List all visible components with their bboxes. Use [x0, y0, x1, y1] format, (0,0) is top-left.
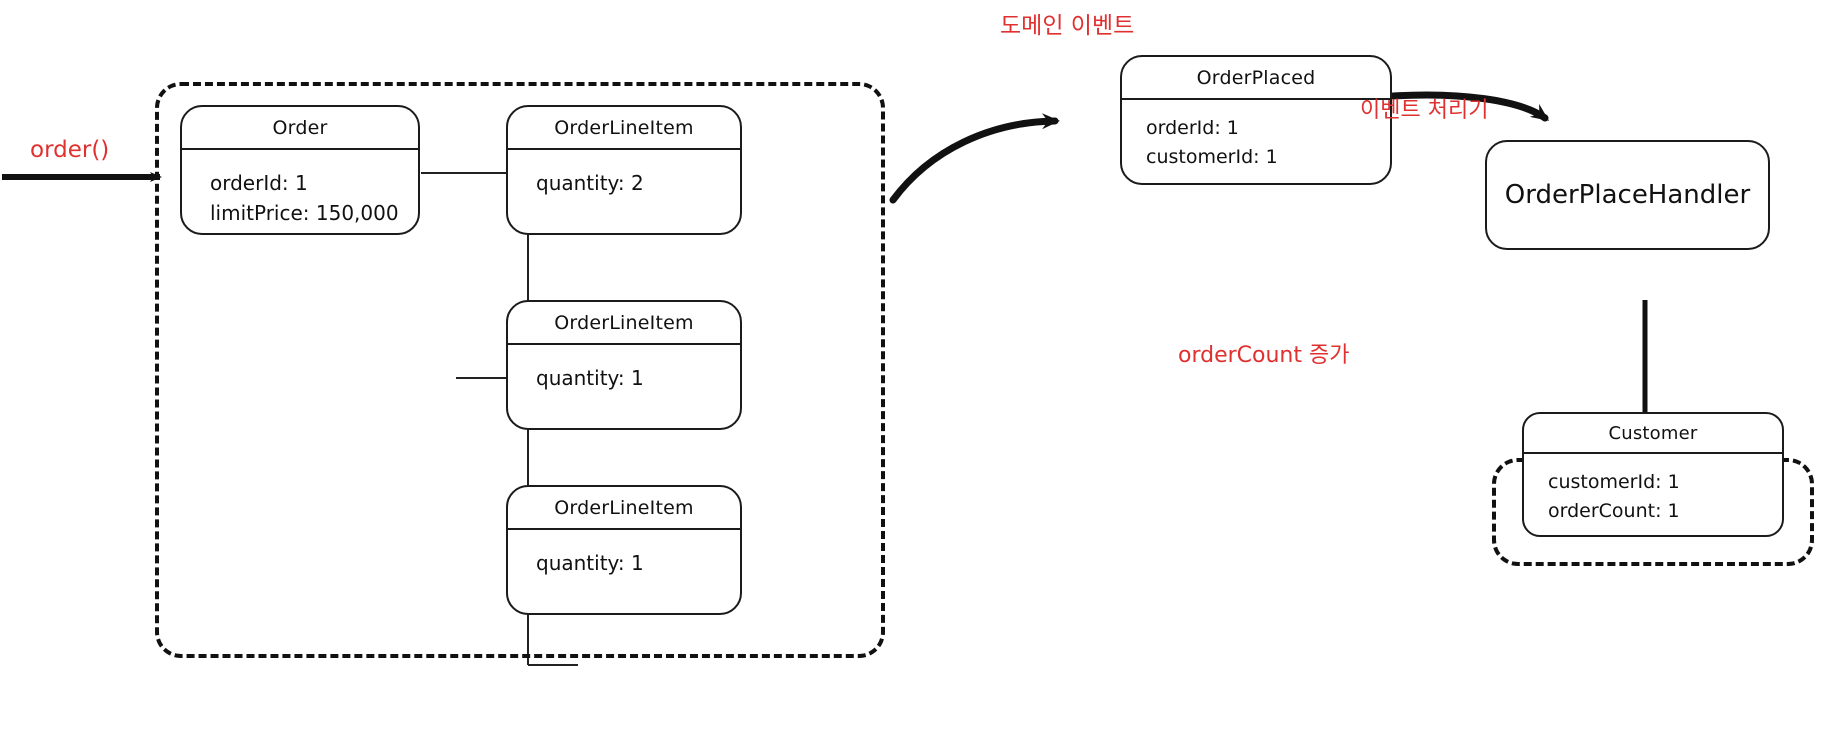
- node-order[interactable]: Order orderId: 1 limitPrice: 150,000: [180, 105, 420, 235]
- node-orderlineitem-2-header: OrderLineItem: [508, 302, 740, 345]
- node-order-attr-limitprice: limitPrice: 150,000: [210, 201, 399, 225]
- node-orderplacehandler-label: OrderPlaceHandler: [1504, 180, 1751, 210]
- node-orderplaced-body: orderId: 1 customerId: 1: [1122, 100, 1390, 183]
- node-orderlineitem-3-attr-quantity: quantity: 1: [536, 551, 644, 575]
- node-orderlineitem-2-attr-quantity: quantity: 1: [536, 366, 644, 390]
- node-orderlineitem-1-attr-quantity: quantity: 2: [536, 171, 644, 195]
- annotation-order-call-text: order(): [30, 137, 110, 163]
- annotation-domain-event: 도메인 이벤트: [1000, 6, 1134, 40]
- node-orderplaced-attr-orderid: orderId: 1: [1146, 117, 1239, 139]
- node-orderplacehandler[interactable]: OrderPlaceHandler: [1485, 140, 1770, 250]
- event-publish-arrow: [889, 113, 1060, 204]
- node-orderplaced[interactable]: OrderPlaced orderId: 1 customerId: 1: [1120, 55, 1392, 185]
- node-orderlineitem-3-body: quantity: 1: [508, 530, 740, 613]
- order-aggregate-boundary: [155, 82, 885, 658]
- node-orderplaced-header: OrderPlaced: [1122, 57, 1390, 100]
- annotation-order-count-increase-text: orderCount 증가: [1178, 343, 1350, 368]
- node-orderlineitem-1-body: quantity: 2: [508, 150, 740, 233]
- node-orderlineitem-2-body: quantity: 1: [508, 345, 740, 428]
- event-handle-arrow: [1389, 91, 1550, 122]
- node-customer-attr-ordercount: orderCount: 1: [1548, 499, 1680, 522]
- annotation-event-handler: 이벤트 처리기: [1360, 92, 1488, 124]
- node-orderlineitem-3[interactable]: OrderLineItem quantity: 1: [506, 485, 742, 615]
- node-customer[interactable]: Customer customerId: 1 orderCount: 1: [1522, 412, 1784, 537]
- node-orderplaced-attr-customerid: customerId: 1: [1146, 145, 1278, 168]
- node-order-attr-orderid: orderId: 1: [210, 171, 308, 195]
- node-orderlineitem-3-header: OrderLineItem: [508, 487, 740, 530]
- node-orderlineitem-2[interactable]: OrderLineItem quantity: 1: [506, 300, 742, 430]
- node-orderlineitem-1[interactable]: OrderLineItem quantity: 2: [506, 105, 742, 235]
- annotation-order-count-increase: orderCount 증가: [1178, 337, 1349, 369]
- node-customer-attr-customerid: customerId: 1: [1548, 471, 1680, 493]
- node-order-header: Order: [182, 107, 418, 150]
- node-order-body: orderId: 1 limitPrice: 150,000: [182, 150, 418, 233]
- annotation-order-call: order(): [30, 137, 109, 163]
- annotation-domain-event-text: 도메인 이벤트: [1000, 13, 1135, 39]
- node-customer-body: customerId: 1 orderCount: 1: [1524, 454, 1782, 535]
- node-customer-header: Customer: [1524, 414, 1782, 454]
- node-orderlineitem-1-header: OrderLineItem: [508, 107, 740, 150]
- annotation-event-handler-text: 이벤트 처리기: [1360, 98, 1489, 123]
